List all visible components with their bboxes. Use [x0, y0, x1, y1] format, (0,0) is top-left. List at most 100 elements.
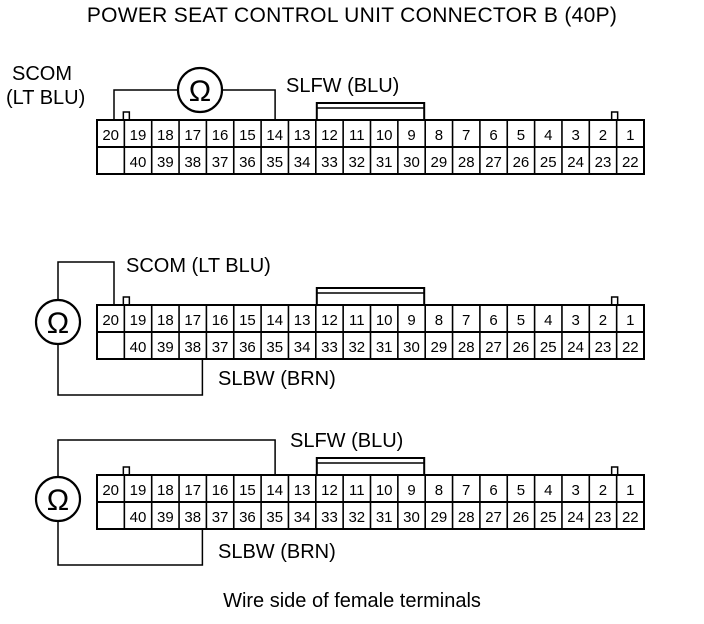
terminal-number-bottom: 35 — [266, 339, 283, 356]
terminal-number-top: 8 — [435, 482, 443, 499]
terminal-number-bottom: 22 — [622, 339, 639, 356]
terminal-number-bottom: 40 — [130, 154, 147, 171]
terminal-number-bottom: 39 — [157, 509, 174, 526]
ohmmeter-1 — [176, 66, 224, 114]
terminal-number-top: 6 — [489, 312, 497, 329]
terminal-number-top: 17 — [184, 127, 201, 144]
terminal-number-top: 8 — [435, 127, 443, 144]
probe-wire-slfw — [222, 89, 276, 120]
terminal-number-top: 4 — [544, 312, 552, 329]
terminal-number-bottom: 35 — [266, 154, 283, 171]
terminal-number-top: 6 — [489, 482, 497, 499]
terminal-number-bottom: 30 — [403, 339, 420, 356]
terminal-number-top: 12 — [321, 482, 338, 499]
terminal-number-bottom: 27 — [485, 339, 502, 356]
terminal-number-top: 16 — [212, 127, 229, 144]
terminal-number-bottom: 24 — [567, 509, 584, 526]
wire-labels: SCOM(LT BLU)SLFW (BLU)SCOM (LT BLU)SLBW … — [6, 63, 403, 563]
terminal-number-top: 3 — [571, 312, 579, 329]
terminal-number-bottom: 36 — [239, 154, 256, 171]
probe-wire-scom — [57, 261, 115, 305]
terminal-number-top: 20 — [102, 312, 119, 329]
terminal-number-top: 8 — [435, 312, 443, 329]
terminal-number-top: 13 — [294, 482, 311, 499]
connector-lock-tab — [315, 102, 426, 120]
terminal-number-bottom: 33 — [321, 509, 338, 526]
test-wiring: Ω Ω Ω — [34, 66, 276, 566]
terminal-number-top: 5 — [517, 482, 525, 499]
ohmmeter-2 — [34, 298, 82, 346]
terminal-number-top: 20 — [102, 482, 119, 499]
terminal-number-top: 15 — [239, 482, 256, 499]
terminal-number-top: 19 — [130, 312, 147, 329]
terminal-number-top: 3 — [571, 127, 579, 144]
terminal-number-bottom: 38 — [184, 339, 201, 356]
terminal-number-top: 15 — [239, 127, 256, 144]
terminal-number-top: 16 — [212, 482, 229, 499]
guide-post-right — [610, 296, 619, 306]
terminal-number-bottom: 37 — [212, 339, 229, 356]
terminal-number-bottom: 31 — [376, 154, 393, 171]
terminal-number-top: 14 — [266, 312, 283, 329]
terminal-number-bottom: 33 — [321, 154, 338, 171]
terminal-number-bottom: 34 — [294, 154, 311, 171]
guide-post-right — [610, 466, 619, 476]
terminal-number-bottom: 33 — [321, 339, 338, 356]
terminal-number-top: 7 — [462, 127, 470, 144]
terminal-number-top: 5 — [517, 127, 525, 144]
terminal-number-bottom: 25 — [540, 339, 557, 356]
terminal-number-top: 2 — [599, 127, 607, 144]
ohm-symbol: Ω — [47, 484, 69, 517]
terminal-number-bottom: 27 — [485, 509, 502, 526]
terminal-number-bottom: 25 — [540, 154, 557, 171]
terminal-number-top: 15 — [239, 312, 256, 329]
terminal-number-top: 13 — [294, 127, 311, 144]
connector-lock-tab — [315, 287, 426, 305]
connector-lock-tab — [315, 457, 426, 475]
terminal-number-bottom: 23 — [595, 339, 612, 356]
terminal-number-bottom: 29 — [431, 339, 448, 356]
terminal-number-bottom: 30 — [403, 509, 420, 526]
terminal-number-top: 4 — [544, 127, 552, 144]
terminal-number-top: 7 — [462, 482, 470, 499]
terminal-number-top: 11 — [349, 482, 365, 499]
terminal-number-top: 19 — [130, 127, 147, 144]
terminal-number-bottom: 28 — [458, 154, 475, 171]
terminal-number-top: 1 — [626, 482, 634, 499]
terminal-number-bottom: 29 — [431, 154, 448, 171]
terminal-number-top: 3 — [571, 482, 579, 499]
terminal-number-top: 18 — [157, 312, 174, 329]
terminal-number-bottom: 31 — [376, 509, 393, 526]
label-slbw: SLBW (BRN) — [218, 368, 336, 390]
terminal-number-bottom: 22 — [622, 154, 639, 171]
guide-post-left — [122, 111, 131, 121]
terminal-number-bottom: 32 — [348, 339, 365, 356]
ohm-symbol: Ω — [47, 307, 69, 340]
ohmmeter-3 — [34, 475, 82, 523]
terminal-number-bottom: 28 — [458, 509, 475, 526]
probe-wire-slbw — [57, 521, 204, 566]
terminal-number-bottom: 24 — [567, 154, 584, 171]
terminal-number-bottom: 40 — [130, 339, 147, 356]
terminal-number-top: 12 — [321, 312, 338, 329]
terminal-number-top: 7 — [462, 312, 470, 329]
terminal-number-top: 11 — [349, 127, 365, 144]
terminal-number-bottom: 39 — [157, 339, 174, 356]
ohm-symbol: Ω — [189, 75, 211, 108]
terminal-number-bottom: 24 — [567, 339, 584, 356]
terminal-number-bottom: 32 — [348, 154, 365, 171]
terminal-number-bottom: 31 — [376, 339, 393, 356]
terminal-number-bottom: 26 — [513, 339, 530, 356]
terminal-number-bottom: 23 — [595, 154, 612, 171]
terminal-number-top: 10 — [376, 482, 393, 499]
terminal-number-top: 16 — [212, 312, 229, 329]
terminal-number-top: 12 — [321, 127, 338, 144]
terminal-number-top: 2 — [599, 312, 607, 329]
terminal-number-top: 17 — [184, 312, 201, 329]
terminal-number-bottom: 38 — [184, 509, 201, 526]
terminal-number-bottom: 34 — [294, 339, 311, 356]
terminal-number-top: 11 — [349, 312, 365, 329]
